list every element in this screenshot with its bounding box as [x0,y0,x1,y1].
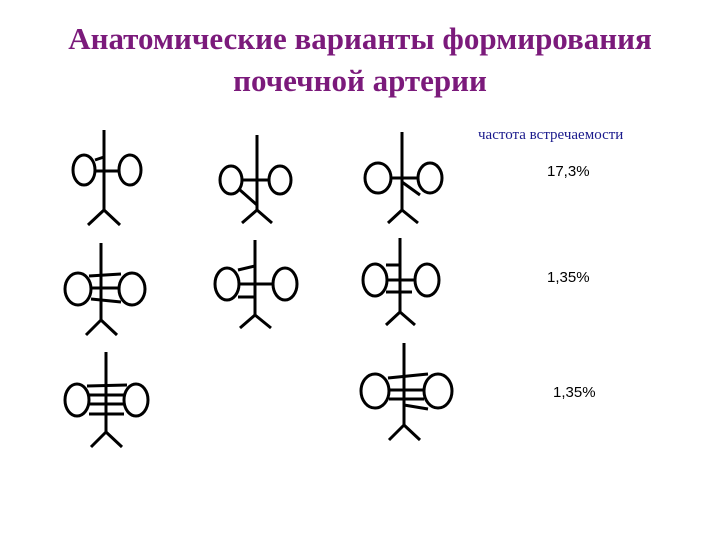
variant-diagram-r1c3 [363,132,444,225]
variant-diagram-r1c2 [218,135,293,225]
variant-diagram-r1c1 [71,130,143,227]
title-line-1: Анатомические варианты формирования [68,21,652,56]
variant-diagram-r3c1 [63,352,150,449]
variant-diagram-r2c2 [213,240,299,330]
slide-title: Анатомические варианты формирования поче… [0,18,720,102]
frequency-row-2: 1,35% [547,269,590,286]
variant-diagram-r2c3 [361,238,441,327]
variant-diagram-r3c3 [359,343,454,442]
frequency-row-1: 17,3% [547,163,590,180]
title-line-2: почечной артерии [233,63,487,98]
frequency-legend: частота встречаемости [478,127,624,143]
variant-diagram-r2c1 [63,243,147,337]
frequency-row-3: 1,35% [553,384,596,401]
